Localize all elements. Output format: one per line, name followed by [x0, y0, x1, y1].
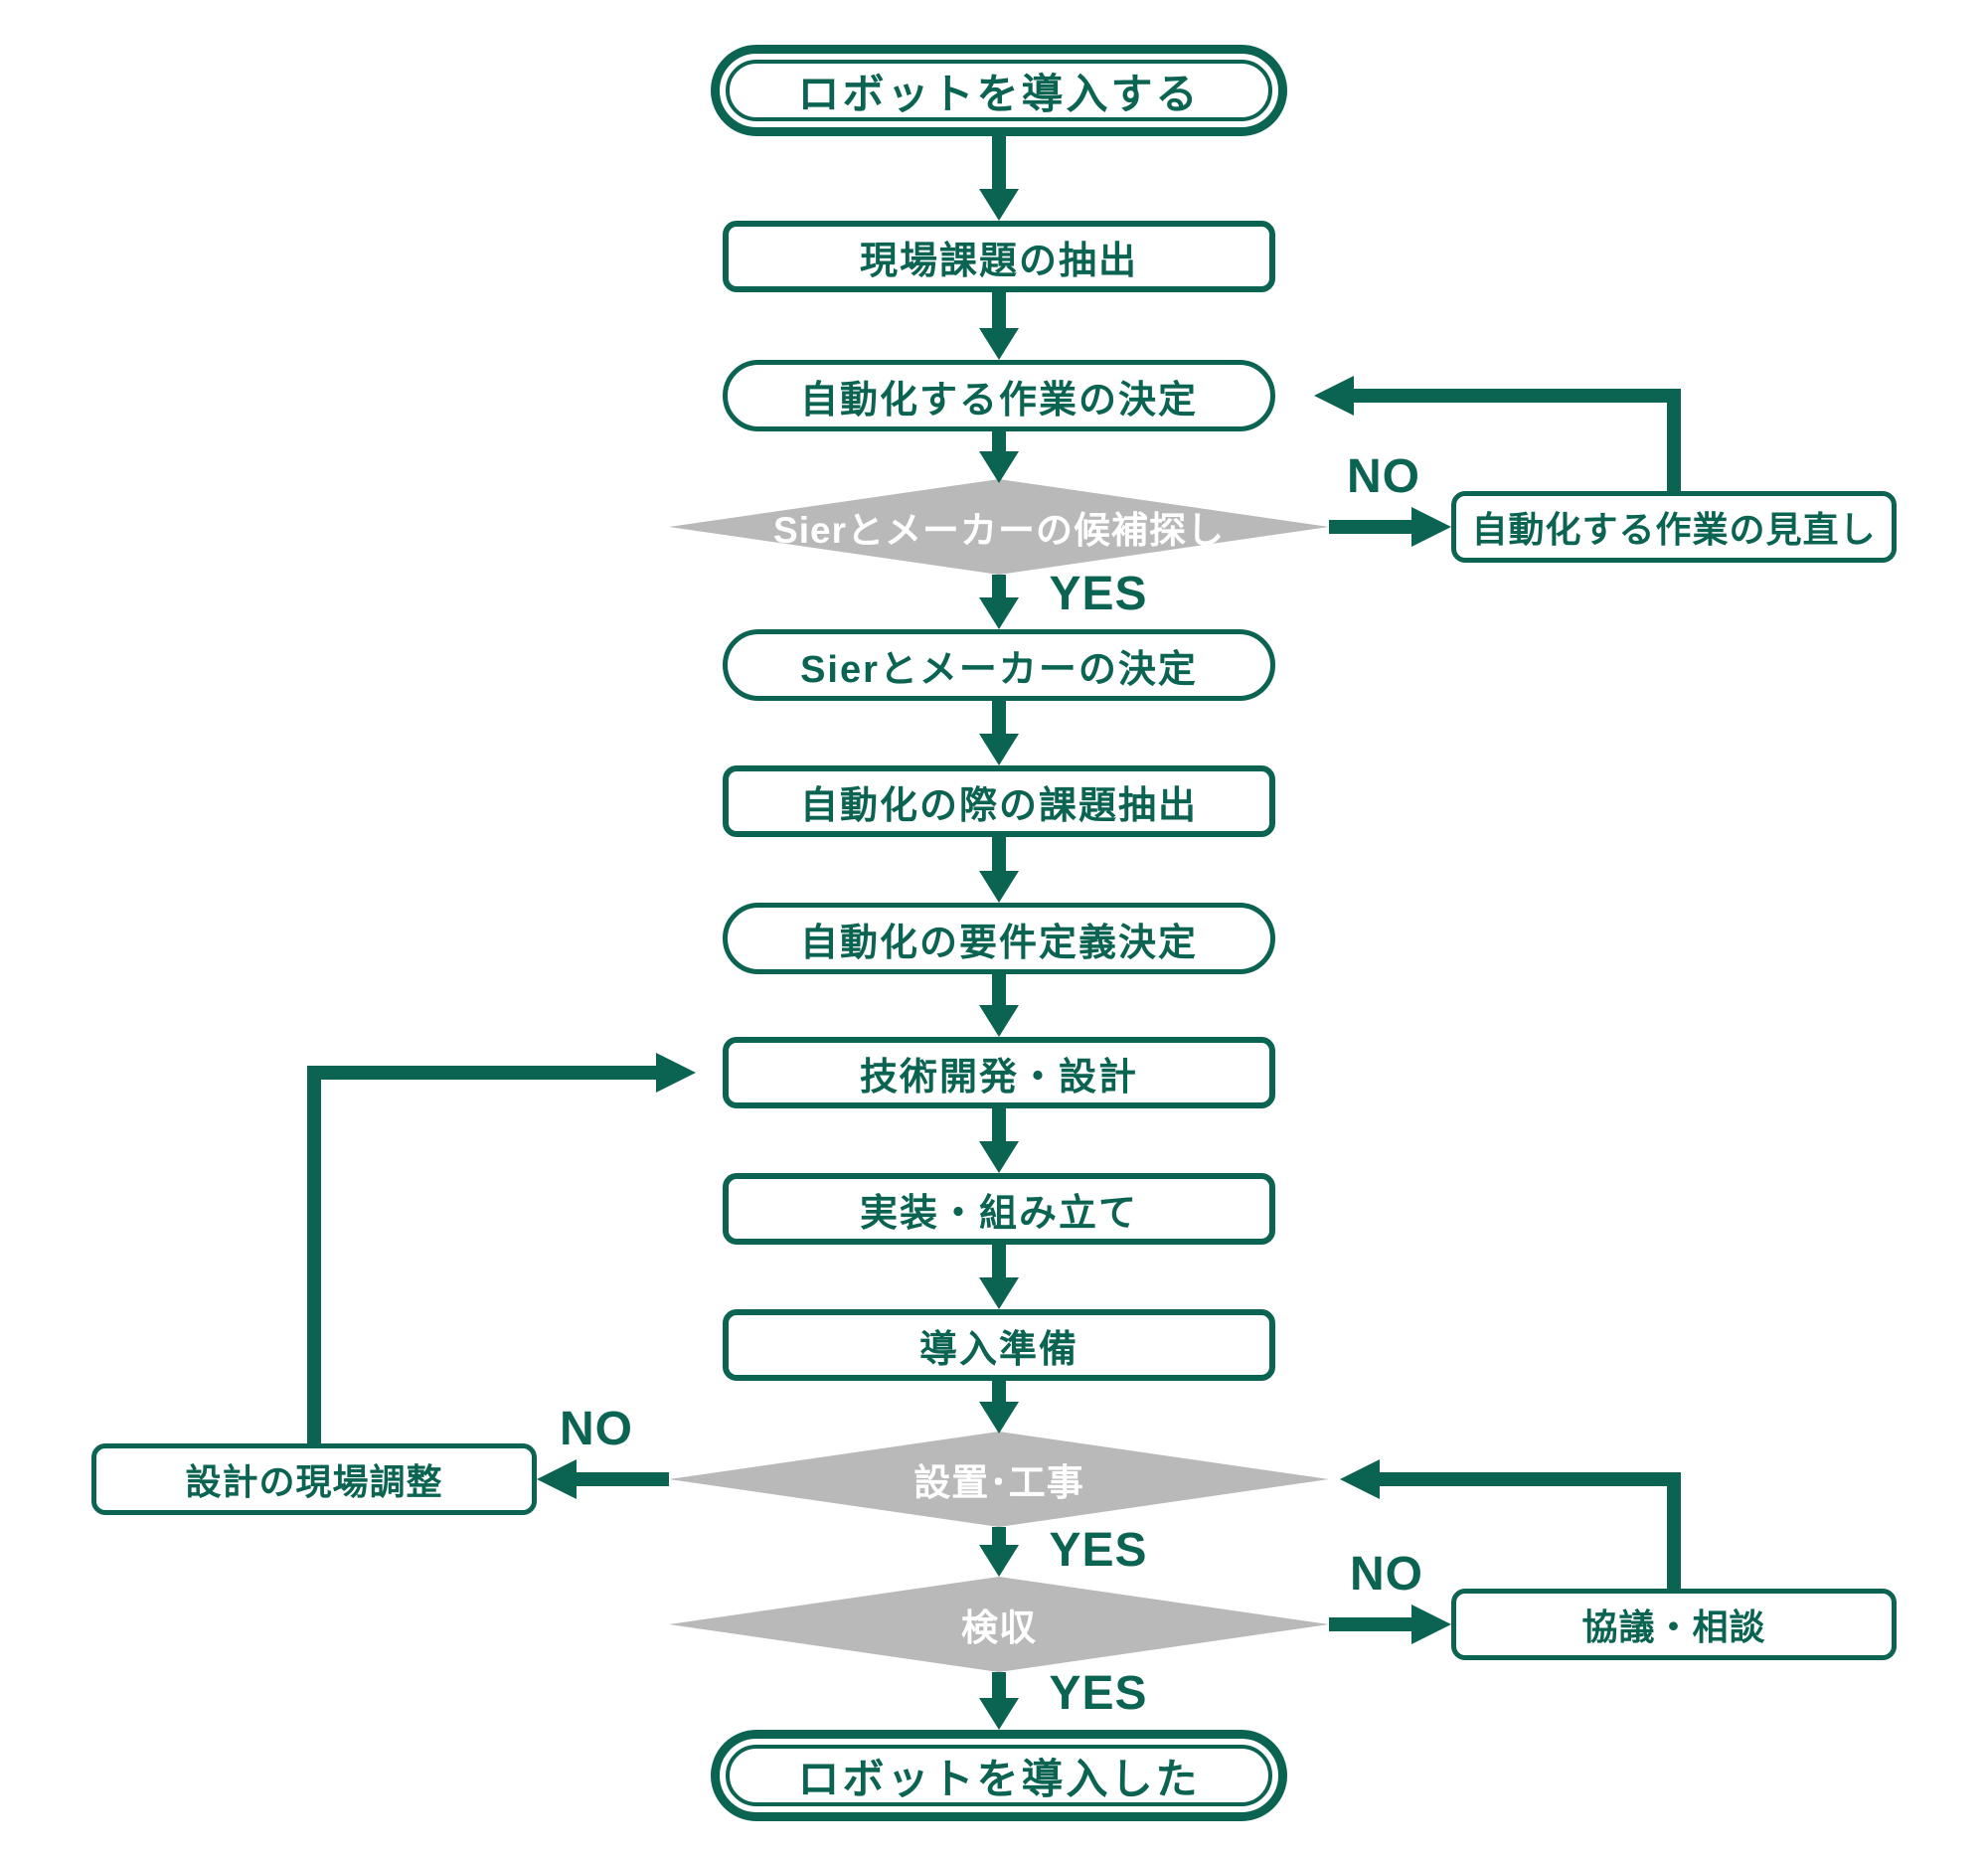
node-assembly-label: 実装・組み立て: [859, 1192, 1138, 1235]
node-review-work: 自動化する作業の見直し: [1451, 491, 1897, 563]
node-decide-sier-label: Sierとメーカーの決定: [800, 648, 1198, 691]
arrow-assembly-to-prep-head: [979, 1277, 1019, 1309]
arrow-diamond2-yes-head: [979, 1545, 1019, 1577]
loop-review-head: [1314, 376, 1354, 416]
node-extract-issues-label: 現場課題の抽出: [859, 240, 1138, 282]
arrow-start-to-extract-head: [979, 189, 1019, 221]
arrow-diamond1-yes-shaft: [992, 575, 1006, 599]
decision-inspection: 検収: [669, 1577, 1329, 1672]
arrow-prep-to-diamond2-shaft: [992, 1381, 1006, 1404]
arrow-sier-to-issues-shaft: [992, 701, 1006, 736]
arrow-decide-to-diamond1-head: [979, 451, 1019, 483]
arrow-diamond3-no-shaft: [1329, 1617, 1413, 1631]
loop-consult-head: [1340, 1459, 1380, 1499]
node-decide-work-label: 自動化する作業の決定: [799, 379, 1198, 422]
decision-installation: 設置･工事: [669, 1432, 1329, 1527]
loop-adjust-vertical: [307, 1066, 321, 1443]
arrow-dev-to-assembly-shaft: [992, 1108, 1006, 1143]
end-terminal: ロボットを導入した: [711, 1730, 1287, 1821]
arrow-diamond1-no-head: [1411, 507, 1451, 547]
end-terminal-label: ロボットを導入した: [726, 1745, 1272, 1806]
node-site-adjustment-label: 設計の現場調整: [185, 1461, 443, 1502]
arrow-sier-to-issues-head: [979, 734, 1019, 765]
node-requirements-label: 自動化の要件定義決定: [799, 922, 1198, 964]
arrow-decide-to-diamond1-shaft: [992, 431, 1006, 453]
node-preparation: 導入準備: [723, 1309, 1275, 1381]
node-decide-work: 自動化する作業の決定: [723, 360, 1275, 431]
node-preparation-label: 導入準備: [918, 1328, 1078, 1371]
node-assembly: 実装・組み立て: [723, 1173, 1275, 1245]
start-terminal: ロボットを導入する: [711, 45, 1287, 136]
arrow-diamond2-no-shaft: [577, 1472, 669, 1486]
arrow-req-to-dev-shaft: [992, 974, 1006, 1007]
arrow-diamond3-no-head: [1411, 1605, 1451, 1644]
node-extract-issues: 現場課題の抽出: [723, 221, 1275, 292]
arrow-diamond1-no-shaft: [1329, 520, 1413, 534]
decision-installation-label: 設置･工事: [913, 1462, 1084, 1503]
no-label-diamond1: NO: [1347, 450, 1420, 503]
arrow-prep-to-diamond2-head: [979, 1402, 1019, 1434]
arrow-assembly-to-prep-shaft: [992, 1245, 1006, 1279]
yes-label-diamond1: YES: [1049, 568, 1148, 620]
yes-label-diamond2: YES: [1049, 1524, 1148, 1577]
loop-adjust-horizontal: [307, 1066, 656, 1080]
arrow-diamond3-yes-shaft: [992, 1672, 1006, 1700]
node-development: 技術開発・設計: [723, 1037, 1275, 1108]
arrow-start-to-extract-shaft: [992, 136, 1006, 191]
node-decide-sier: Sierとメーカーの決定: [723, 629, 1275, 701]
loop-adjust-head: [656, 1053, 696, 1093]
node-automation-issues: 自動化の際の課題抽出: [723, 765, 1275, 837]
loop-review-horizontal: [1354, 389, 1681, 403]
decision-inspection-label: 検収: [961, 1607, 1037, 1648]
node-consultation-label: 協議・相談: [1581, 1606, 1766, 1647]
node-requirements: 自動化の要件定義決定: [723, 903, 1275, 974]
loop-review-vertical: [1667, 389, 1681, 492]
decision-find-candidates: Sierとメーカーの候補探し: [669, 479, 1329, 575]
arrow-diamond2-yes-shaft: [992, 1527, 1006, 1547]
yes-label-diamond3: YES: [1049, 1667, 1148, 1720]
arrow-req-to-dev-head: [979, 1005, 1019, 1037]
arrow-dev-to-assembly-head: [979, 1141, 1019, 1173]
arrow-extract-to-decide-head: [979, 328, 1019, 360]
start-terminal-label: ロボットを導入する: [726, 60, 1272, 121]
arrow-issues-to-req-shaft: [992, 837, 1006, 873]
no-label-diamond2: NO: [560, 1403, 633, 1455]
node-review-work-label: 自動化する作業の見直し: [1471, 509, 1877, 550]
arrow-diamond2-no-head: [537, 1459, 577, 1499]
arrow-extract-to-decide-shaft: [992, 292, 1006, 330]
no-label-diamond3: NO: [1350, 1548, 1423, 1601]
arrow-diamond3-yes-head: [979, 1698, 1019, 1730]
arrow-issues-to-req-head: [979, 871, 1019, 903]
node-development-label: 技術開発・設計: [859, 1056, 1138, 1098]
node-automation-issues-label: 自動化の際の課題抽出: [799, 784, 1198, 827]
loop-consult-vertical: [1667, 1472, 1681, 1589]
loop-consult-horizontal: [1380, 1472, 1681, 1486]
arrow-diamond1-yes-head: [979, 597, 1019, 629]
decision-find-candidates-label: Sierとメーカーの候補探し: [773, 510, 1225, 551]
node-site-adjustment: 設計の現場調整: [91, 1443, 537, 1515]
node-consultation: 協議・相談: [1451, 1589, 1897, 1660]
